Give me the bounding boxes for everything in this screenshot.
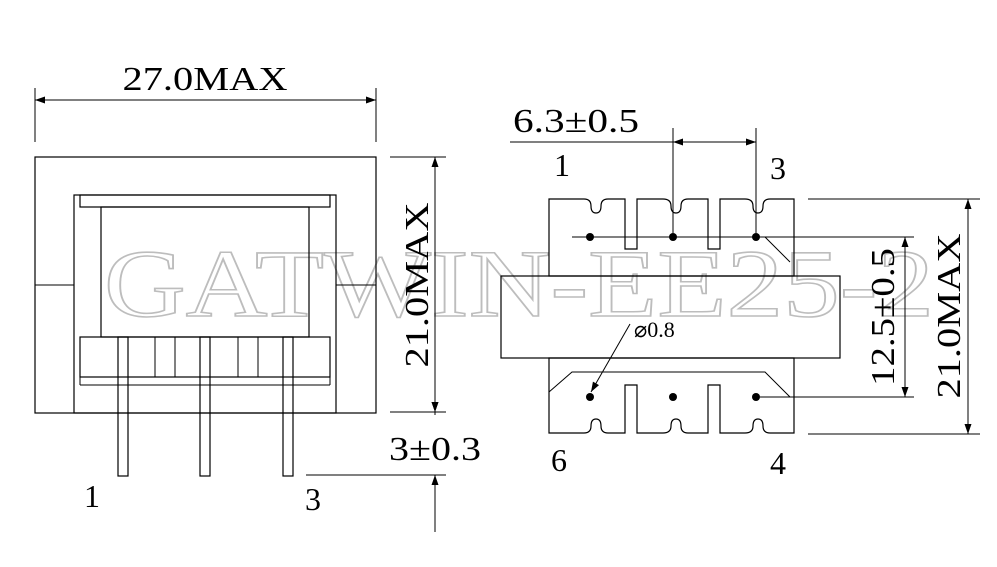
row-spacing-label: 12.5±0.5 (865, 248, 902, 386)
top-pin-label-4: 4 (770, 445, 786, 481)
width-dimension-label: 27.0MAX (123, 61, 288, 98)
top-pin-label-1: 1 (554, 147, 570, 183)
top-view: 6.3±0.5 12.5±0.5 21.0MAX ⌀0.8 1 3 6 4 (500, 103, 980, 481)
pin-hole-6 (586, 393, 594, 401)
pin-length-label: 3±0.3 (389, 431, 481, 468)
pin-label-1: 1 (84, 478, 100, 514)
bobbin-flange (79, 194, 331, 208)
pin-hole-4 (752, 393, 760, 401)
pin-1 (117, 336, 129, 477)
pin-label-3: 3 (305, 481, 321, 517)
pin-hole-2 (669, 233, 677, 241)
top-pin-label-3: 3 (770, 150, 786, 186)
pin-3 (282, 336, 294, 477)
pin-hole-5 (669, 393, 677, 401)
height-dimension-label: 21.0MAX (399, 203, 436, 368)
side-view: 27.0MAX 21.0MAX 3±0.3 1 3 (34, 61, 481, 532)
top-pin-label-6: 6 (551, 442, 567, 478)
pitch-dimension-label: 6.3±0.5 (513, 103, 639, 140)
top-rail (548, 198, 795, 277)
pin-hole-1 (586, 233, 594, 241)
hole-diameter-label: ⌀0.8 (634, 317, 675, 342)
bottom-rail (548, 357, 795, 434)
pin-2 (199, 336, 211, 477)
watermark: GATWIN-EE25-2 (104, 230, 934, 337)
pin-hole-3 (752, 233, 760, 241)
top-height-label: 21.0MAX (931, 234, 968, 399)
